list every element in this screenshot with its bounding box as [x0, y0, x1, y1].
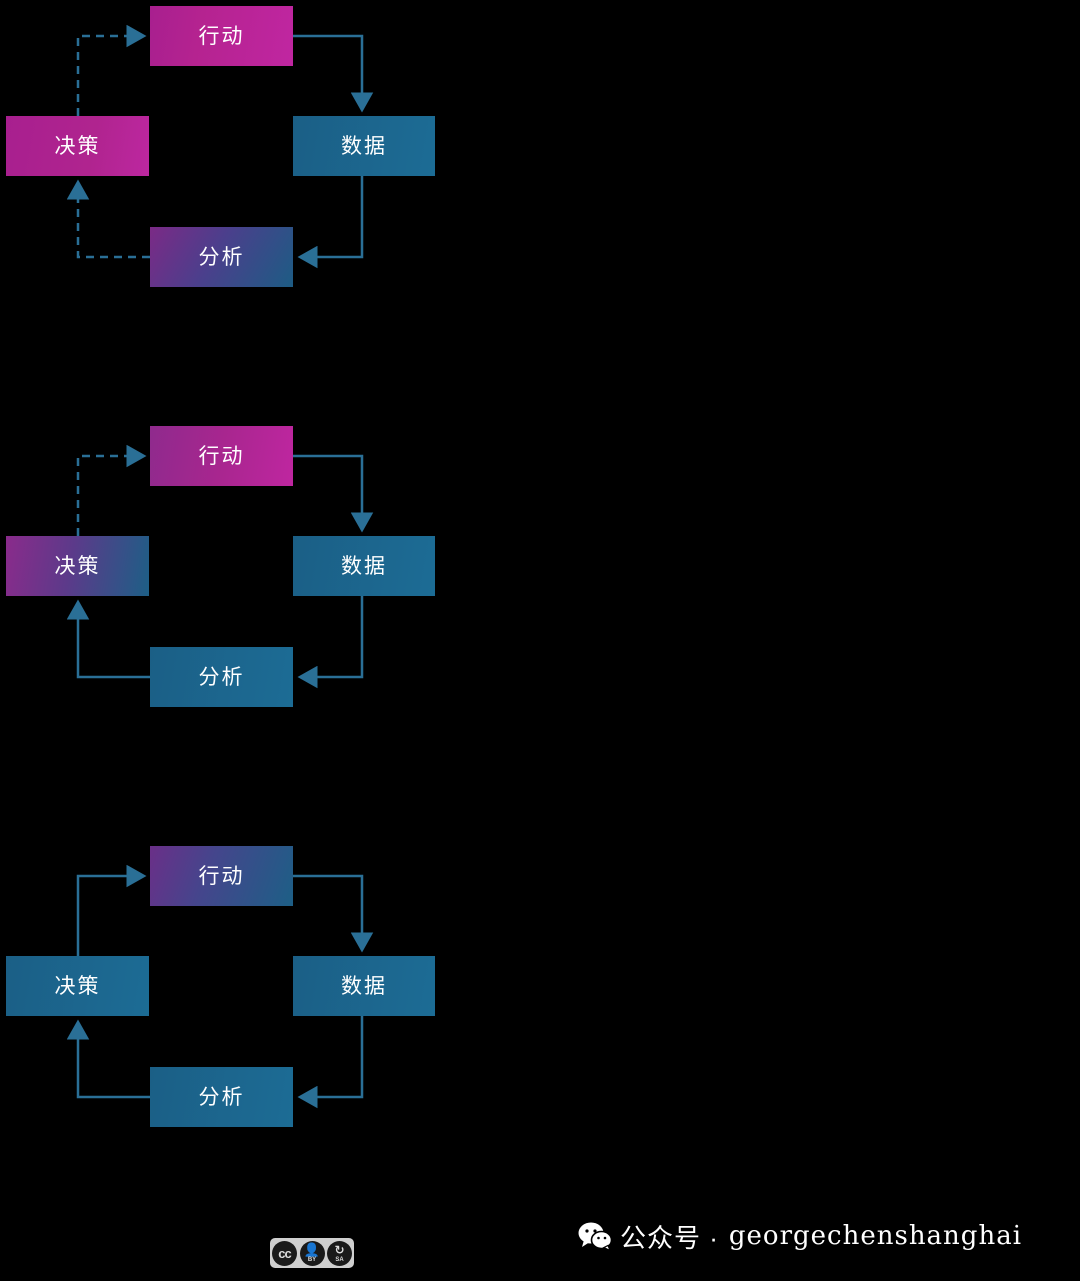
cc-mark-icon: cc	[272, 1240, 297, 1266]
cycle-diagram-2: 行动 决策 数据 分析	[0, 420, 460, 750]
edge-action-data	[293, 454, 374, 533]
cc-by-icon: 👤BY	[299, 1240, 325, 1266]
node-action[interactable]: 行动	[150, 426, 293, 486]
node-decision-label: 决策	[54, 554, 101, 578]
cycle-2-arrows	[66, 444, 374, 689]
edge-action-data	[293, 34, 374, 113]
edge-analysis-decision	[66, 179, 150, 259]
cc-sa-icon: ↻SA	[327, 1240, 352, 1266]
node-action[interactable]: 行动	[150, 6, 293, 66]
cycle-3-arrows	[66, 864, 374, 1109]
node-decision[interactable]: 决策	[6, 116, 149, 176]
wechat-handle-label: georgechenshanghai	[728, 1221, 1023, 1251]
node-data-label: 数据	[341, 974, 387, 998]
edge-analysis-decision	[66, 599, 150, 679]
node-action-label: 行动	[198, 24, 245, 48]
node-decision[interactable]: 决策	[6, 956, 149, 1016]
cycle-1-arrows	[66, 24, 374, 269]
node-data[interactable]: 数据	[293, 956, 435, 1016]
edge-analysis-decision	[66, 1019, 150, 1099]
wechat-credit: 公众号 · georgechenshanghai	[578, 1216, 1022, 1256]
node-action-label: 行动	[198, 444, 245, 468]
edge-data-analysis	[297, 1016, 364, 1109]
wechat-icon	[578, 1221, 613, 1252]
cycle-diagram-1: 行动 决策 数据 分析	[0, 0, 460, 330]
edge-data-analysis	[297, 596, 364, 689]
wechat-prefix-label: 公众号 ·	[620, 1222, 719, 1253]
node-data-label: 数据	[341, 554, 387, 578]
node-data-label: 数据	[341, 134, 387, 158]
node-analysis[interactable]: 分析	[150, 1067, 293, 1127]
node-decision[interactable]: 决策	[6, 536, 149, 596]
node-action-label: 行动	[198, 864, 245, 888]
node-analysis[interactable]: 分析	[150, 227, 293, 287]
node-analysis-label: 分析	[198, 665, 245, 689]
node-data[interactable]: 数据	[293, 536, 435, 596]
edge-action-data	[293, 874, 374, 953]
node-action[interactable]: 行动	[150, 846, 293, 906]
cycle-diagram-3: 行动 决策 数据 分析	[0, 840, 460, 1170]
node-analysis[interactable]: 分析	[150, 647, 293, 707]
node-decision-label: 决策	[54, 974, 101, 998]
edge-data-analysis	[297, 176, 364, 269]
node-decision-label: 决策	[54, 134, 101, 158]
node-analysis-label: 分析	[198, 245, 245, 269]
edge-decision-action	[76, 444, 147, 536]
node-analysis-label: 分析	[198, 1085, 245, 1109]
node-data[interactable]: 数据	[293, 116, 435, 176]
edge-decision-action	[76, 24, 147, 116]
creative-commons-badge: cc 👤BY ↻SA	[270, 1238, 354, 1268]
edge-decision-action	[76, 864, 147, 956]
